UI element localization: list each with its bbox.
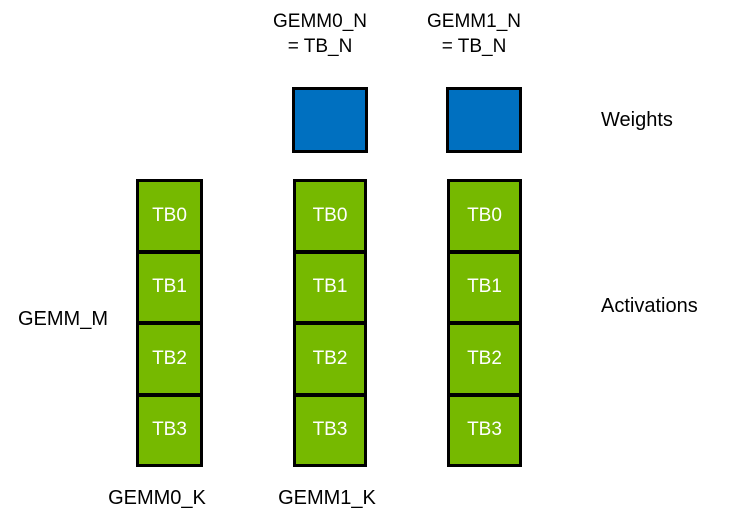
activation-column-1: TB0 TB1 TB2 TB3 <box>293 179 367 467</box>
weight-block-gemm1 <box>446 87 522 153</box>
tb-cell: TB1 <box>450 249 519 321</box>
weights-label: Weights <box>601 109 673 131</box>
activations-label: Activations <box>601 295 698 317</box>
tb-cell: TB1 <box>139 249 200 321</box>
gemm-m-dimension-label: GEMM_M <box>18 308 108 330</box>
gemm0-n-dimension-label: GEMM0_N = TB_N <box>273 11 367 57</box>
tb-cell: TB0 <box>450 182 519 250</box>
tb-cell: TB3 <box>296 392 364 464</box>
tb-cell: TB2 <box>296 321 364 393</box>
tb-cell: TB3 <box>139 392 200 464</box>
activation-column-2: TB0 TB1 TB2 TB3 <box>447 179 522 467</box>
gemm0-k-dimension-label: GEMM0_K <box>108 487 206 509</box>
tb-cell: TB1 <box>296 249 364 321</box>
tb-cell: TB0 <box>139 182 200 250</box>
weight-block-gemm0 <box>292 87 368 153</box>
gemm1-n-dimension-label: GEMM1_N = TB_N <box>427 11 521 57</box>
tb-cell: TB0 <box>296 182 364 250</box>
tb-cell: TB2 <box>139 321 200 393</box>
tb-cell: TB2 <box>450 321 519 393</box>
activation-column-0: TB0 TB1 TB2 TB3 <box>136 179 203 467</box>
tb-cell: TB3 <box>450 392 519 464</box>
gemm1-k-dimension-label: GEMM1_K <box>278 487 376 509</box>
